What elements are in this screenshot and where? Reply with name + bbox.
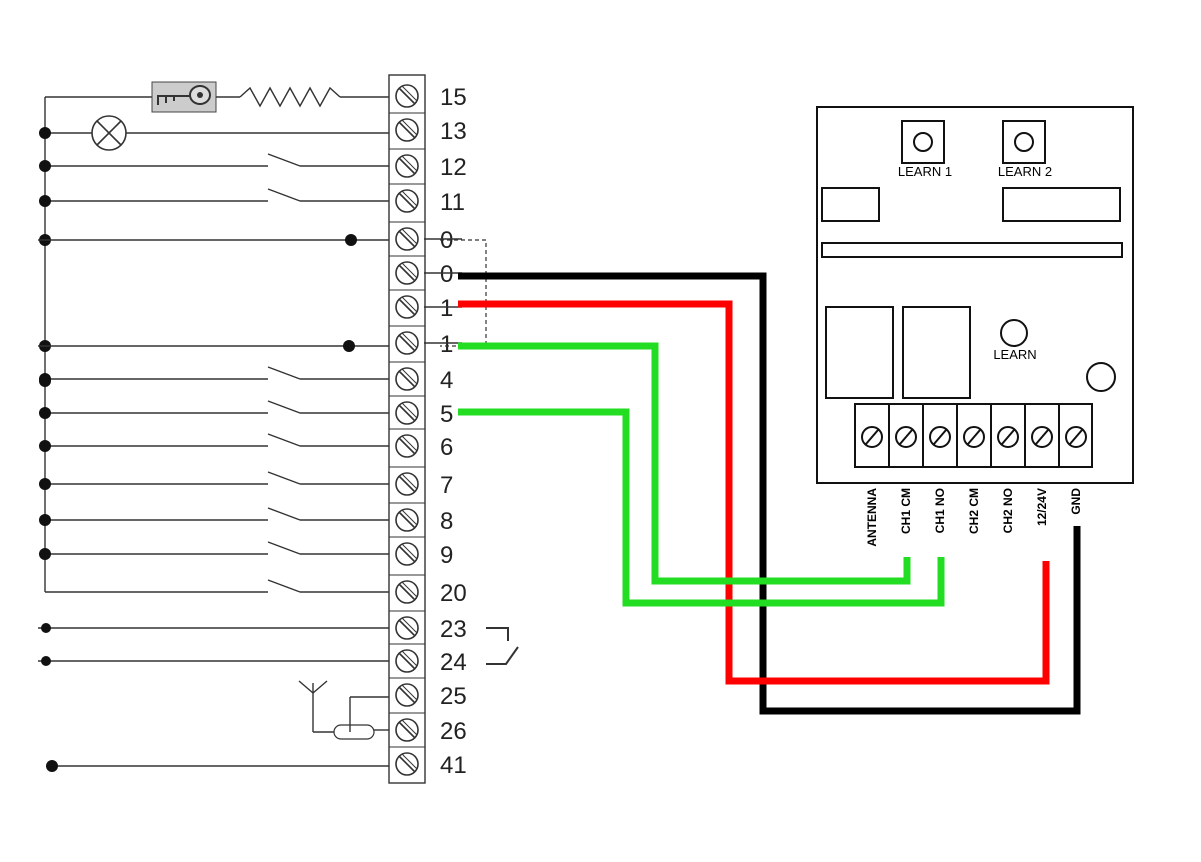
wire-ch1-no — [458, 408, 945, 607]
receiver-pin-label: CH2 NO — [1001, 488, 1015, 533]
junction-node — [345, 234, 357, 246]
terminal-label: 6 — [440, 434, 453, 461]
terminal-label: 25 — [440, 683, 467, 710]
terminal-label: 8 — [440, 508, 453, 535]
connection-wires — [458, 272, 1081, 715]
switch-contact-icon — [39, 541, 389, 560]
receiver-pin-label: GND — [1069, 488, 1083, 515]
learn2-label: LEARN 2 — [998, 164, 1052, 179]
terminal-screw[interactable] — [395, 718, 419, 742]
terminal-screw[interactable] — [395, 189, 419, 213]
receiver-pin-label: 12/24V — [1035, 488, 1049, 526]
switch-contacts — [39, 127, 389, 593]
terminal-label: 11 — [440, 189, 465, 216]
terminal-label: 23 — [440, 616, 467, 643]
terminal-screw[interactable] — [395, 261, 419, 285]
terminal-label: 4 — [440, 367, 453, 394]
terminal-screw[interactable] — [395, 508, 419, 532]
learn2-button[interactable] — [1002, 120, 1046, 164]
receiver-screw[interactable] — [895, 426, 917, 448]
relay-1 — [825, 306, 894, 399]
terminal-screw[interactable] — [395, 649, 419, 673]
switch-contact-icon — [39, 433, 389, 452]
lamp-icon — [91, 115, 127, 151]
terminal-screw[interactable] — [395, 683, 419, 707]
terminal-screw[interactable] — [395, 295, 419, 319]
resistor-icon — [239, 86, 341, 108]
terminal-label: 9 — [440, 542, 453, 569]
terminal-screw[interactable] — [395, 580, 419, 604]
switch-contact-icon — [45, 579, 389, 593]
terminal-label: 20 — [440, 580, 467, 607]
key-switch-icon — [151, 81, 217, 113]
receiver-screws — [861, 404, 1087, 467]
terminal-label: 0 — [440, 261, 453, 288]
terminal-label: 5 — [440, 401, 453, 428]
terminal-label: 41 — [440, 752, 467, 779]
switch-contact-icon — [39, 400, 389, 419]
terminal-label: 0 — [440, 227, 453, 254]
component-block — [1002, 187, 1121, 222]
component-strip — [821, 242, 1123, 258]
receiver-pin-label: CH1 CM — [899, 488, 913, 534]
receiver-module: LEARN 1 LEARN 2 LEARN ANTENNA CH1 CM CH1 N… — [816, 106, 1134, 547]
learn-led[interactable] — [1000, 319, 1028, 347]
junction-node — [343, 340, 355, 352]
receiver-screw[interactable] — [861, 426, 883, 448]
receiver-pin-label: CH2 CM — [967, 488, 981, 534]
terminal-screw[interactable] — [395, 472, 419, 496]
switch-contact-icon — [39, 507, 389, 526]
terminal-label: 1 — [440, 331, 453, 358]
switch-contact-icon — [39, 188, 389, 207]
wire-ch1-cm — [458, 342, 911, 585]
receiver-screw[interactable] — [997, 426, 1019, 448]
receiver-screw[interactable] — [963, 426, 985, 448]
switch-contact-icon — [39, 471, 389, 490]
mounting-hole — [1086, 362, 1116, 392]
terminal-screw[interactable] — [395, 401, 419, 425]
terminal-screw[interactable] — [395, 331, 419, 355]
receiver-pin-label: CH1 NO — [933, 488, 947, 533]
wire-gnd — [458, 272, 1081, 715]
terminal-screw[interactable] — [395, 616, 419, 640]
component-block — [821, 187, 880, 222]
receiver-pin-labels: ANTENNA CH1 CM CH1 NO CH2 CM CH2 NO 12/24V GND — [865, 488, 1083, 547]
left-wiring — [38, 81, 519, 772]
jumper-contact-icon — [486, 627, 519, 665]
receiver-screw[interactable] — [1065, 426, 1087, 448]
wire-12-24v — [458, 300, 1050, 685]
receiver-screw[interactable] — [929, 426, 951, 448]
terminal-label: 7 — [440, 472, 453, 499]
terminal-screw[interactable] — [395, 118, 419, 142]
antenna-icon — [298, 680, 389, 740]
learn-label: LEARN — [993, 347, 1036, 362]
terminal-screw[interactable] — [395, 752, 419, 776]
terminal-label: 15 — [440, 84, 467, 111]
terminal-label: 12 — [440, 154, 467, 181]
receiver-screw[interactable] — [1031, 426, 1053, 448]
terminal-screw[interactable] — [395, 227, 419, 251]
terminal-screws — [389, 84, 425, 776]
terminal-label: 1 — [440, 295, 453, 322]
terminal-screw[interactable] — [395, 434, 419, 458]
terminal-label: 26 — [440, 718, 467, 745]
learn1-label: LEARN 1 — [898, 164, 952, 179]
relay-2 — [902, 306, 971, 399]
terminal-screw[interactable] — [395, 367, 419, 391]
switch-contact-icon — [39, 366, 389, 385]
receiver-pin-label: ANTENNA — [865, 488, 879, 547]
switch-contact-icon — [39, 153, 389, 172]
terminal-screw[interactable] — [395, 154, 419, 178]
learn1-button[interactable] — [901, 120, 945, 164]
terminal-screw[interactable] — [395, 84, 419, 108]
junction-node — [39, 127, 51, 139]
terminal-label: 13 — [440, 118, 467, 145]
terminal-screw[interactable] — [395, 542, 419, 566]
terminal-label: 24 — [440, 649, 467, 676]
